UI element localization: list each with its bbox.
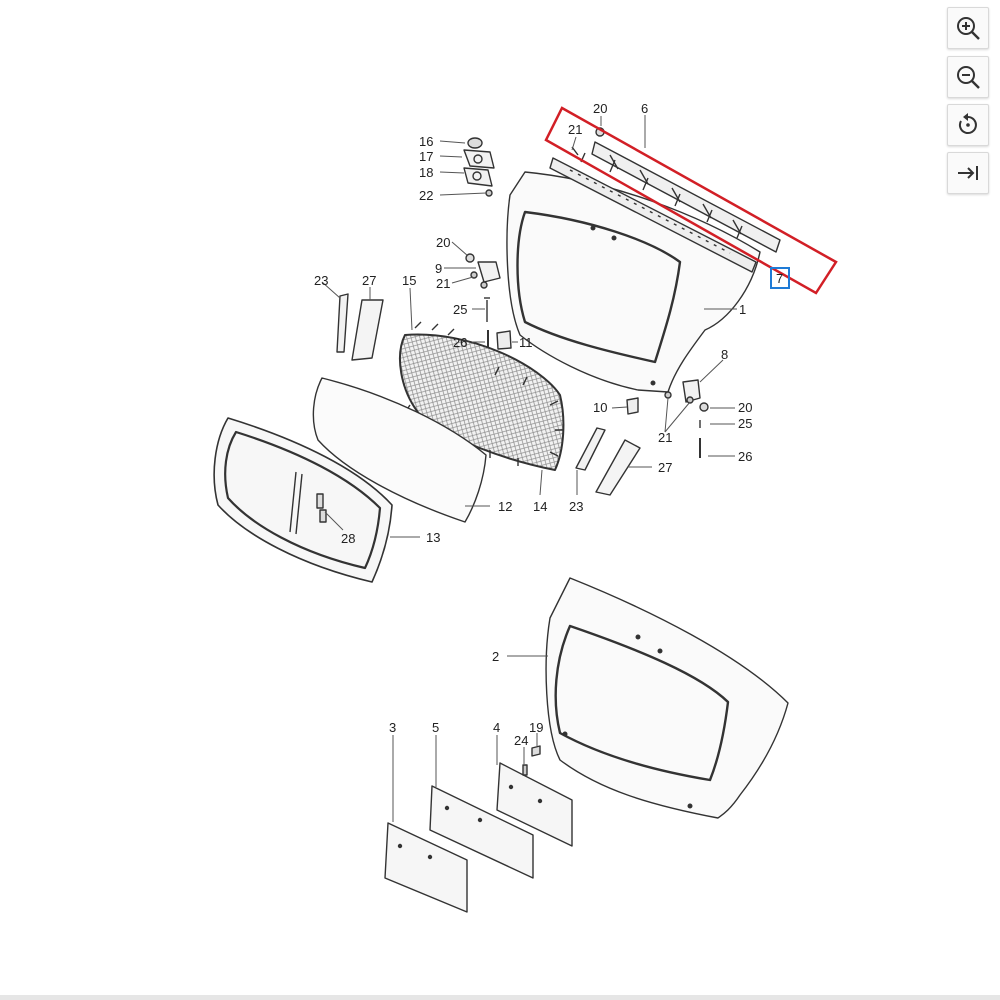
part-27-left-trim xyxy=(351,299,384,361)
zoom-out-button[interactable] xyxy=(947,56,989,98)
callout-3: 3 xyxy=(389,720,396,735)
callout-8: 8 xyxy=(721,347,728,362)
callout-13: 13 xyxy=(426,530,440,545)
part-6-bracket xyxy=(591,141,781,253)
callout-26-right: 26 xyxy=(738,449,752,464)
callout-18: 18 xyxy=(419,165,433,180)
callout-25-left: 25 xyxy=(453,302,467,317)
part-16-18-brackets xyxy=(463,137,495,197)
callout-16: 16 xyxy=(419,134,433,149)
callout-6: 6 xyxy=(641,101,648,116)
callout-11: 11 xyxy=(519,335,533,350)
part-13-outer-frame xyxy=(213,417,393,583)
callout-7: 7 xyxy=(776,271,783,286)
callout-20-left: 20 xyxy=(436,235,450,250)
callout-21-top: 21 xyxy=(568,122,582,137)
part-1-upper-panel xyxy=(506,171,761,393)
part-14-15-mesh-grille xyxy=(399,321,565,471)
callout-14: 14 xyxy=(533,499,547,514)
zoom-out-icon xyxy=(957,66,980,89)
callout-27-left: 27 xyxy=(362,273,376,288)
part-19-24-clips xyxy=(522,745,541,776)
callout-17: 17 xyxy=(419,149,433,164)
callout-21-left: 21 xyxy=(436,276,450,291)
part-4-plate xyxy=(496,762,573,847)
rotate-button[interactable] xyxy=(947,104,989,146)
callout-19: 19 xyxy=(529,720,543,735)
collapse-panel-button[interactable] xyxy=(947,152,989,194)
callout-28: 28 xyxy=(341,531,355,546)
part-23-right-trim xyxy=(575,427,606,471)
callout-20-right: 20 xyxy=(738,400,752,415)
part-8-hinge-right xyxy=(626,379,709,458)
callout-2: 2 xyxy=(492,649,499,664)
callout-10: 10 xyxy=(593,400,607,415)
callout-4: 4 xyxy=(493,720,500,735)
callout-25-right: 25 xyxy=(738,416,752,431)
callout-24: 24 xyxy=(514,733,528,748)
callout-27-right: 27 xyxy=(658,460,672,475)
part-12-glass-panel xyxy=(312,377,487,523)
callout-5: 5 xyxy=(432,720,439,735)
selected-part-7-box[interactable] xyxy=(770,267,790,289)
callout-21-right: 21 xyxy=(658,430,672,445)
part-9-hinge-left xyxy=(465,253,501,350)
highlight-box xyxy=(544,106,838,295)
callout-9: 9 xyxy=(435,261,442,276)
arrow-to-right-icon xyxy=(958,166,978,180)
bottom-scroll-strip xyxy=(0,995,1000,1000)
callout-26-left: 26 xyxy=(453,335,467,350)
callout-15: 15 xyxy=(402,273,416,288)
callout-23-right: 23 xyxy=(569,499,583,514)
part-7-trim-strip xyxy=(549,157,757,273)
part-23-left-trim xyxy=(336,293,349,353)
part-27-right-trim xyxy=(595,439,641,496)
callout-1: 1 xyxy=(739,302,746,317)
callout-23-left: 23 xyxy=(314,273,328,288)
callout-labels: 1 2 3 4 5 6 7 8 9 10 11 12 13 14 15 16 1… xyxy=(314,101,783,748)
callout-12: 12 xyxy=(498,499,512,514)
callout-22: 22 xyxy=(419,188,433,203)
part-2-lower-panel xyxy=(545,577,789,819)
zoom-in-icon xyxy=(957,17,980,40)
zoom-in-button[interactable] xyxy=(947,7,989,49)
part-3-plate xyxy=(384,822,468,913)
part-11-clip xyxy=(496,330,512,350)
rotate-icon xyxy=(958,113,977,134)
callout-20-top: 20 xyxy=(593,101,607,116)
part-5-plate xyxy=(429,785,534,879)
leader-lines xyxy=(321,115,737,822)
